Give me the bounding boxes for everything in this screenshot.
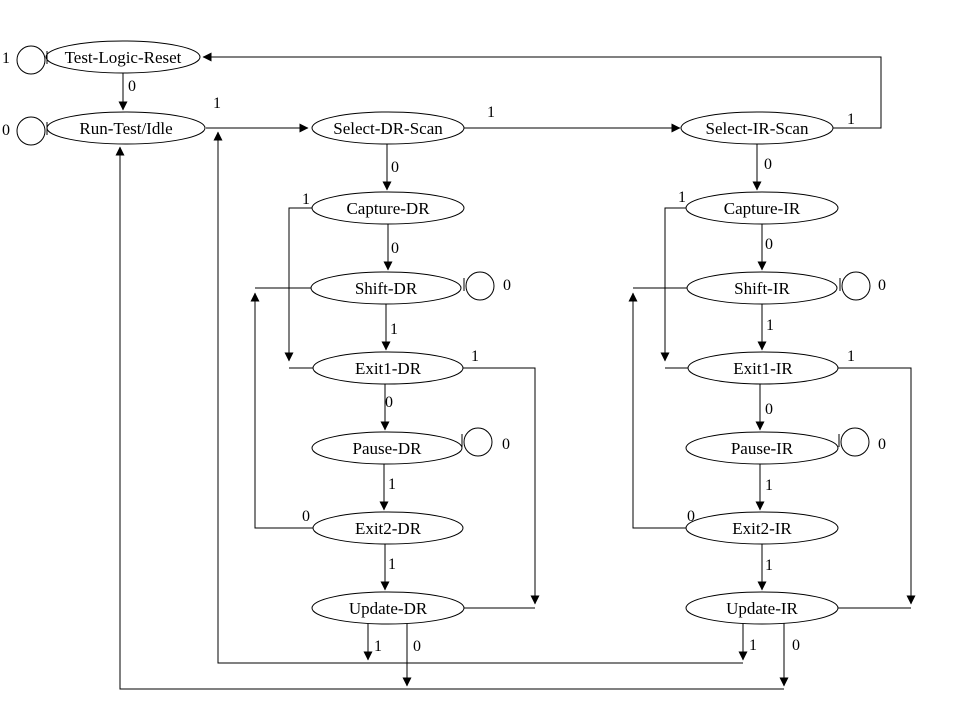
edge-label-shiftir-self: 0: [878, 277, 886, 294]
edge-capdr-to-exit1dr: [284, 207, 312, 362]
state-label-select-dr-scan: Select-DR-Scan: [333, 119, 443, 138]
state-shift-dr: [310, 271, 462, 305]
self-loop-run-test-idle: [16, 116, 46, 146]
edge-exit1dr-to-updatedr: [463, 367, 540, 605]
state-label-shift-dr: Shift-DR: [355, 279, 418, 298]
edge-label-seldr-to-capdr: 0: [391, 159, 399, 176]
state-shift-ir: [686, 271, 838, 305]
state-label-exit2-dr: Exit2-DR: [355, 519, 422, 538]
state-pause-ir: [685, 431, 839, 465]
state-label-shift-ir: Shift-IR: [734, 279, 790, 298]
edge-label-exit2ir-to-shiftir: 0: [687, 508, 695, 525]
edge-label-capir-to-exit1ir: 1: [678, 189, 686, 206]
state-label-update-ir: Update-IR: [726, 599, 798, 618]
edge-label-exit1ir-to-updateir: 1: [847, 348, 855, 365]
self-loop-shift-dr: [465, 271, 495, 301]
edge-label-pausedr-to-exit2dr: 1: [388, 476, 396, 493]
edge-exit2dr-to-shiftdr: [250, 292, 313, 529]
edge-label-pauseir-to-exit2ir: 1: [765, 477, 773, 494]
edge-label-pauseir-self: 0: [878, 436, 886, 453]
self-loop-shift-ir: [841, 271, 871, 301]
edge-labels: 1 0 0 1 1 1 0 0 1 0 1 0 1 0 1 0 1 1 0 0 …: [2, 50, 886, 655]
edge-label-exit2dr-to-shiftdr: 0: [302, 508, 310, 525]
state-label-exit2-ir: Exit2-IR: [732, 519, 792, 538]
edge-label-seldr-to-selir: 1: [487, 104, 495, 121]
edge-label-exit1ir-to-pauseir: 0: [765, 401, 773, 418]
edge-label-selir-to-tlr: 1: [847, 111, 855, 128]
state-label-test-logic-reset: Test-Logic-Reset: [65, 48, 182, 67]
state-label-exit1-ir: Exit1-IR: [733, 359, 793, 378]
state-select-dr-scan: [311, 111, 465, 145]
state-update-dr: [311, 591, 465, 625]
edge-label-exit2ir-to-updateir: 1: [765, 557, 773, 574]
edge-label-pausedr-self: 0: [502, 436, 510, 453]
edge-bus-update-to-rti: [115, 146, 784, 690]
state-select-ir-scan: [680, 111, 834, 145]
transitions: [115, 52, 916, 690]
state-label-run-test-idle: Run-Test/Idle: [79, 119, 172, 138]
edge-label-updateir-tms0: 0: [792, 637, 800, 654]
edge-label-rti-self: 0: [2, 122, 10, 139]
state-labels: Test-Logic-Reset Run-Test/Idle Select-DR…: [65, 48, 809, 618]
edge-label-selir-to-capir: 0: [764, 156, 772, 173]
edge-label-capir-to-shiftir: 0: [765, 236, 773, 253]
edge-label-shiftir-to-exit1ir: 1: [766, 317, 774, 334]
state-label-capture-dr: Capture-DR: [346, 199, 430, 218]
state-label-update-dr: Update-DR: [349, 599, 428, 618]
edge-label-tlr-to-rti: 0: [128, 78, 136, 95]
edge-exit1ir-to-updateir: [838, 367, 916, 605]
edge-label-updatedr-tms1: 1: [374, 638, 382, 655]
state-pause-dr: [311, 431, 463, 465]
state-label-exit1-dr: Exit1-DR: [355, 359, 422, 378]
edge-label-updatedr-tms0: 0: [413, 638, 421, 655]
states: [45, 40, 839, 625]
state-exit1-ir: [687, 351, 839, 385]
edge-bus-update-to-seldr: [213, 131, 743, 664]
state-update-ir: [685, 591, 839, 625]
edge-label-exit2dr-to-updatedr: 1: [388, 556, 396, 573]
self-loop-pause-dr: [463, 427, 493, 457]
edge-label-capdr-to-shiftdr: 0: [391, 240, 399, 257]
state-exit1-dr: [312, 351, 464, 385]
self-loop-pause-ir: [840, 427, 870, 457]
edge-label-shiftdr-self: 0: [503, 277, 511, 294]
state-label-select-ir-scan: Select-IR-Scan: [706, 119, 809, 138]
edge-label-tlr-self: 1: [2, 50, 10, 67]
state-exit2-ir: [685, 511, 839, 545]
self-loops: [16, 45, 871, 457]
state-label-capture-ir: Capture-IR: [724, 199, 801, 218]
edge-exit2ir-to-shiftir: [628, 292, 687, 529]
edge-label-exit1dr-to-updatedr: 1: [471, 348, 479, 365]
state-capture-ir: [685, 191, 839, 225]
state-exit2-dr: [312, 511, 464, 545]
edge-label-exit1dr-to-pausedr: 0: [385, 394, 393, 411]
edge-label-shiftdr-to-exit1dr: 1: [390, 321, 398, 338]
state-label-pause-ir: Pause-IR: [731, 439, 794, 458]
edge-selir-to-tlr: [202, 52, 882, 129]
state-label-pause-dr: Pause-DR: [353, 439, 423, 458]
edge-label-rti-to-seldr: 1: [213, 95, 221, 112]
state-capture-dr: [311, 191, 465, 225]
self-loop-test-logic-reset: [16, 45, 46, 75]
edge-label-updateir-tms1: 1: [749, 637, 757, 654]
edge-label-capdr-to-exit1dr: 1: [302, 191, 310, 208]
edge-capir-to-exit1ir: [660, 207, 687, 362]
state-test-logic-reset: [45, 40, 201, 74]
